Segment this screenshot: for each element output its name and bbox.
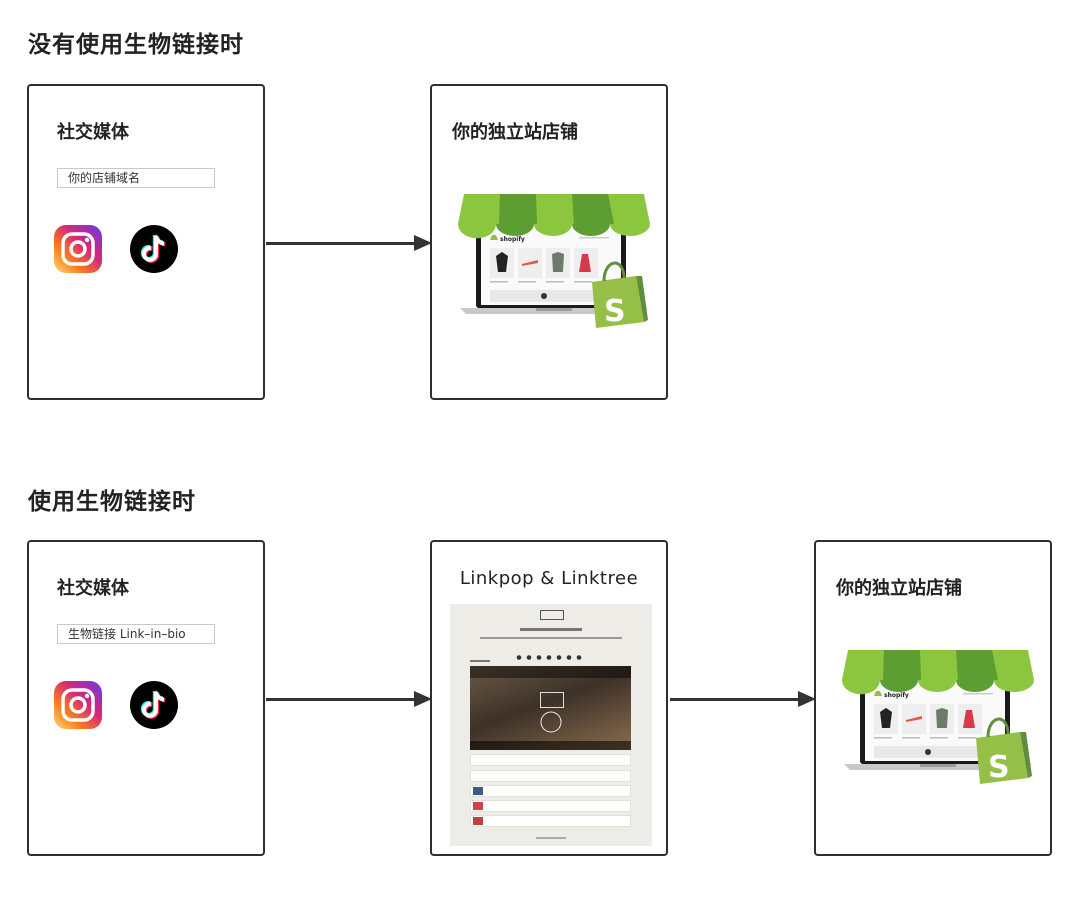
tiktok-icon	[130, 225, 178, 273]
section-title-with: 使用生物链接时	[28, 489, 196, 515]
linkpop-link-row	[470, 815, 631, 827]
store-title: 你的独立站店铺	[452, 122, 578, 143]
arrow-social-to-store	[266, 234, 432, 252]
linkpop-link-row	[470, 754, 631, 766]
social-media-box: 社交媒体 你的店铺域名	[27, 84, 265, 400]
arrow-social-to-linkpop	[266, 690, 432, 708]
social-icons-row	[516, 645, 586, 660]
shopify-store-illustration	[838, 642, 1038, 792]
linkpop-box: Linkpop & Linktree	[430, 540, 668, 856]
link-in-bio-field: 生物链接 Link–in–bio	[57, 624, 215, 644]
linkpop-link-row	[470, 770, 631, 782]
store-title: 你的独立站店铺	[836, 578, 962, 599]
store-box: 你的独立站店铺	[814, 540, 1052, 856]
linkpop-link-row	[470, 785, 631, 797]
social-media-title: 社交媒体	[57, 578, 129, 599]
shopify-store-illustration	[454, 186, 654, 336]
tiktok-icon	[130, 681, 178, 729]
social-media-title: 社交媒体	[57, 122, 129, 143]
linkpop-link-row	[470, 800, 631, 812]
store-box: 你的独立站店铺	[430, 84, 668, 400]
section-title-without: 没有使用生物链接时	[28, 32, 244, 58]
instagram-icon	[54, 681, 102, 729]
linkpop-title: Linkpop & Linktree	[459, 568, 639, 589]
arrow-linkpop-to-store	[670, 690, 816, 708]
store-domain-field: 你的店铺域名	[57, 168, 215, 188]
linkpop-page-screenshot	[450, 604, 652, 846]
video-thumbnail	[470, 666, 631, 750]
social-media-box: 社交媒体 生物链接 Link–in–bio	[27, 540, 265, 856]
instagram-icon	[54, 225, 102, 273]
linkpop-logo	[540, 610, 564, 620]
